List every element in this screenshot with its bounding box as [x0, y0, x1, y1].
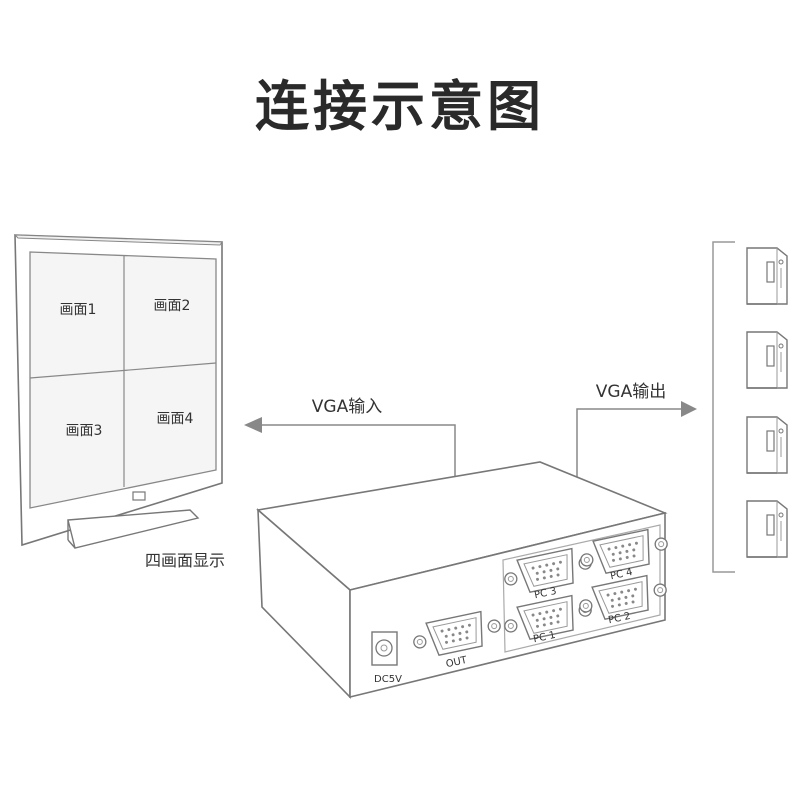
pc4-label: PC 4 [609, 567, 633, 582]
computer-4 [746, 500, 788, 558]
monitor: 画面1 画面2 画面3 画面4 [13, 234, 223, 549]
computer-2 [746, 331, 788, 389]
dc-label: DC5V [374, 674, 402, 685]
computer-group [712, 241, 788, 573]
out-label: OUT [445, 655, 469, 670]
monitor-stand [67, 509, 200, 549]
vga-input-label: VGA输入 [312, 397, 382, 417]
pane-label-4: 画面4 [157, 411, 194, 427]
computer-1 [746, 247, 788, 305]
pane-label-1: 画面1 [60, 302, 97, 318]
dc-power-jack [371, 631, 398, 666]
computer-3 [746, 416, 788, 474]
vga-output-label: VGA输出 [596, 382, 666, 402]
diagram-title: 连接示意图 [255, 75, 545, 138]
pc2-label: PC 2 [607, 611, 631, 626]
monitor-caption: 四画面显示 [145, 551, 225, 570]
pc3-label: PC 3 [533, 586, 557, 601]
kvm-switch: DC5V OUT PC 3 PC 4 PC 1 PC 2 [256, 461, 672, 699]
pc1-label: PC 1 [532, 630, 556, 645]
pane-label-3: 画面3 [66, 423, 103, 439]
pane-label-2: 画面2 [154, 298, 191, 314]
